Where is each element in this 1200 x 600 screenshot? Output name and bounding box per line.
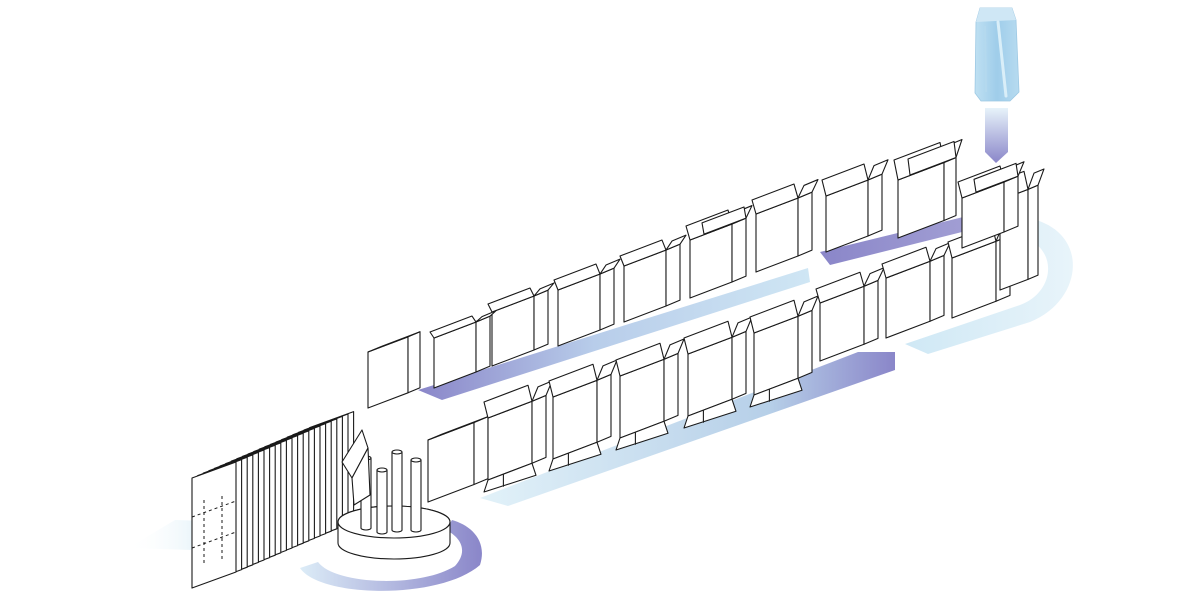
carton-icon <box>893 138 963 239</box>
carton-icon <box>483 380 553 493</box>
mandrel <box>391 449 403 533</box>
carton-lines <box>367 138 1045 503</box>
carton-icon <box>367 331 421 409</box>
blank-magazine <box>191 411 355 589</box>
bag-icon <box>974 7 1020 102</box>
turret-rotation-band <box>300 520 482 591</box>
upper-line-flow-band <box>418 268 810 400</box>
carton-icon <box>751 179 819 273</box>
carton-icon <box>619 234 687 323</box>
carton-erector-turret <box>337 429 451 560</box>
carton-icon <box>821 159 889 253</box>
carton-icon <box>957 161 1025 249</box>
turn-around-flow-band <box>905 218 1073 354</box>
bag-drop-flow-band <box>985 108 1008 163</box>
top-line-flow-band <box>820 208 1002 265</box>
carton-icon <box>548 359 618 472</box>
carton-icon <box>429 310 497 389</box>
mandrel <box>376 467 388 535</box>
carton-icon <box>427 416 489 503</box>
flat-blank <box>191 461 237 589</box>
carton-icon <box>553 258 621 347</box>
carton-icon <box>749 295 819 408</box>
carton-icon <box>615 338 685 451</box>
carton-icon <box>881 242 951 339</box>
carton-icon <box>685 205 753 299</box>
carton-icon <box>487 282 555 367</box>
carton-icon <box>815 267 885 362</box>
carton-icon <box>683 316 753 429</box>
mandrel <box>410 457 422 533</box>
